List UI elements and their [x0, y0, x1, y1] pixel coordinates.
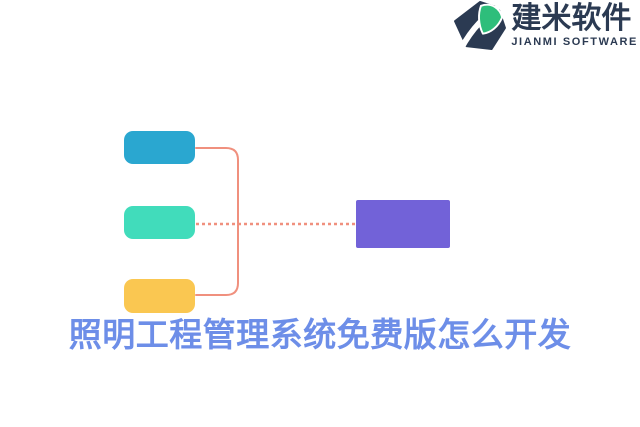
diagram-node-middle-teal [124, 206, 195, 239]
diagram-node-bottom-yellow [124, 279, 195, 313]
brand-logo-text: 建米软件 JIANMI SOFTWARE [511, 2, 638, 49]
logo-leaf-shape [478, 3, 504, 35]
brand-logo: 建米软件 JIANMI SOFTWARE [453, 0, 638, 52]
brand-name-chinese: 建米软件 [511, 2, 632, 35]
diagram-node-top-blue [124, 131, 195, 164]
connector-bracket-line [195, 147, 239, 296]
page-title: 照明工程管理系统免费版怎么开发 [68, 318, 572, 354]
brand-name-english: JIANMI SOFTWARE [511, 36, 638, 48]
diagram-node-right-purple [356, 200, 450, 248]
jianmi-logo-icon [454, 1, 507, 51]
